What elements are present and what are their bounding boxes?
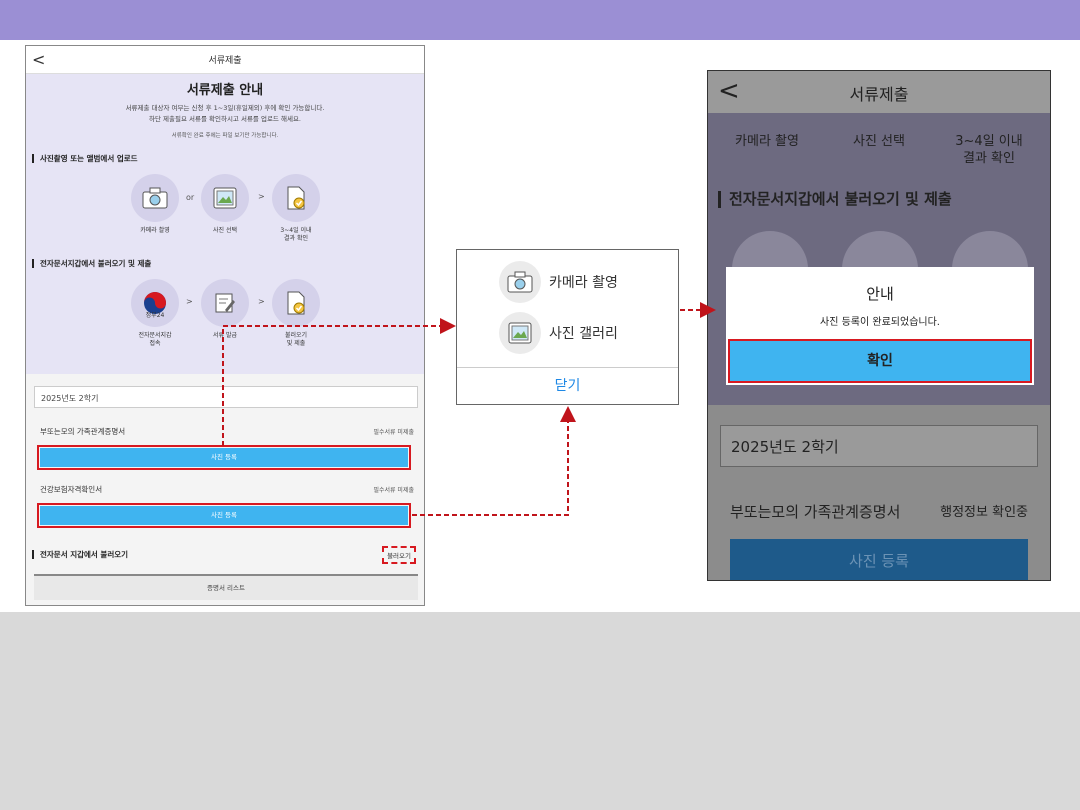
header-title: 서류제출 <box>208 56 242 66</box>
arrow-icon: > <box>186 297 193 306</box>
step-label: 3~4일 이내 결과 확인 <box>955 134 1023 166</box>
doc-name: 부또는모의 가족관계증명서 <box>730 503 901 521</box>
document-submission-screen: < 서류제출 서류제출 안내 서류제출 대상자 여부는 신청 후 1~3일(휴일… <box>25 45 425 606</box>
close-button[interactable]: 닫기 <box>554 378 581 394</box>
back-button[interactable]: < <box>32 50 46 69</box>
notice-dialog: 안내 사진 등록이 완료되었습니다. 확인 <box>726 267 1034 385</box>
photo-register-button[interactable]: 사진 등록 <box>37 503 411 528</box>
arrow-icon: > <box>258 297 265 306</box>
dialog-title: 안내 <box>866 285 894 303</box>
step-label: 카메라 촬영 <box>735 134 799 149</box>
guide-description: 서류제출 대상자 여부는 신청 후 1~3일(휴일제외) 후에 확인 가능합니다… <box>26 103 424 125</box>
section-photo-upload-title: 사진촬영 또는 앨범에서 업로드 <box>32 154 138 163</box>
guide-note: 서류확인 완료 후에는 파일 보기만 가능합니다. <box>171 133 279 139</box>
wallet-step <box>131 279 179 327</box>
step-label: 사진 선택 <box>213 227 237 234</box>
camera-step <box>131 174 179 222</box>
issue-step <box>201 279 249 327</box>
certificate-list[interactable]: 증명서 리스트 <box>34 574 418 600</box>
header: < 서류제출 <box>708 71 1050 113</box>
arrow-icon: > <box>258 192 265 201</box>
wallet-load-title: 전자문서 지갑에서 불러오기 <box>32 550 128 559</box>
step-label: 사진 선택 <box>853 134 905 149</box>
doc-name: 건강보험자격확인서 <box>40 485 103 494</box>
camera-option[interactable]: 카메라 촬영 <box>499 261 618 303</box>
doc-status: 행정정보 확인중 <box>940 505 1028 520</box>
connector-arrow <box>412 406 576 516</box>
gov24-label: 정부24 <box>145 312 165 319</box>
registration-complete-screen: < 서류제출 카메라 촬영 사진 선택 3~4일 이내 결과 확인 전자문서지갑… <box>707 70 1051 581</box>
step-label: 카메라 촬영 <box>140 227 170 234</box>
dialog-message: 사진 등록이 완료되었습니다. <box>820 317 940 328</box>
doc-status: 필수서류 미제출 <box>373 429 414 436</box>
step-label: 서류 발급 <box>213 332 237 339</box>
gallery-option[interactable]: 사진 갤러리 <box>499 312 618 354</box>
guide-desc-line: 하단 제출필요 서류를 확인하시고 서류를 업로드 해세요. <box>148 115 301 123</box>
document-edit-icon <box>212 290 238 316</box>
document-list: 2025년도 2학기 부또는모의 가족관계증명서 필수서류 미제출 사진 등록 … <box>26 374 424 605</box>
or-text: or <box>186 193 195 202</box>
gallery-icon <box>212 185 238 211</box>
section-wallet-title: 전자문서지갑에서 불러오기 및 제출 <box>32 259 151 268</box>
photo-register-button[interactable]: 사진 등록 <box>37 445 411 470</box>
document-check-icon <box>283 290 309 316</box>
doc-status: 필수서류 미제출 <box>373 487 414 494</box>
header: < 서류제출 <box>26 46 424 74</box>
guide-desc-line: 서류제출 대상자 여부는 신청 후 1~3일(휴일제외) 후에 확인 가능합니다… <box>125 104 325 112</box>
doc-name: 부또는모의 가족관계증명서 <box>40 427 126 436</box>
divider <box>457 367 678 368</box>
load-submit-step <box>272 279 320 327</box>
photo-register-button[interactable]: 사진 등록 <box>730 539 1028 580</box>
section-wallet-title: 전자문서지갑에서 불러오기 및 제출 <box>718 191 952 208</box>
step-label: 불러오기 및 제출 <box>284 332 308 347</box>
bottom-background <box>0 612 1080 810</box>
gallery-step <box>201 174 249 222</box>
guide-title: 서류제출 안내 <box>186 83 264 98</box>
step-label: 전자문서지갑 접속 <box>138 332 172 347</box>
semester-select[interactable]: 2025년도 2학기 <box>34 386 418 408</box>
camera-icon <box>142 185 168 211</box>
top-banner <box>0 0 1080 40</box>
step-label: 3~4일 이내 결과 확인 <box>280 227 312 242</box>
gov24-logo-icon <box>142 290 168 316</box>
confirm-button[interactable]: 확인 <box>728 339 1032 383</box>
camera-icon <box>499 261 541 303</box>
semester-select[interactable]: 2025년도 2학기 <box>720 425 1038 467</box>
document-check-icon <box>283 185 309 211</box>
header-title: 서류제출 <box>849 85 909 104</box>
load-button[interactable]: 불러오기 <box>382 546 416 564</box>
back-button[interactable]: < <box>718 76 740 106</box>
guide-section: 서류제출 안내 서류제출 대상자 여부는 신청 후 1~3일(휴일제외) 후에 … <box>26 74 424 374</box>
gallery-icon <box>499 312 541 354</box>
document-list-dimmed: 2025년도 2학기 부또는모의 가족관계증명서 행정정보 확인중 사진 등록 <box>708 405 1050 580</box>
camera-option-label: 카메라 촬영 <box>549 275 618 291</box>
gallery-option-label: 사진 갤러리 <box>549 326 618 342</box>
result-step <box>272 174 320 222</box>
photo-source-popup: 카메라 촬영 사진 갤러리 닫기 <box>456 249 679 405</box>
